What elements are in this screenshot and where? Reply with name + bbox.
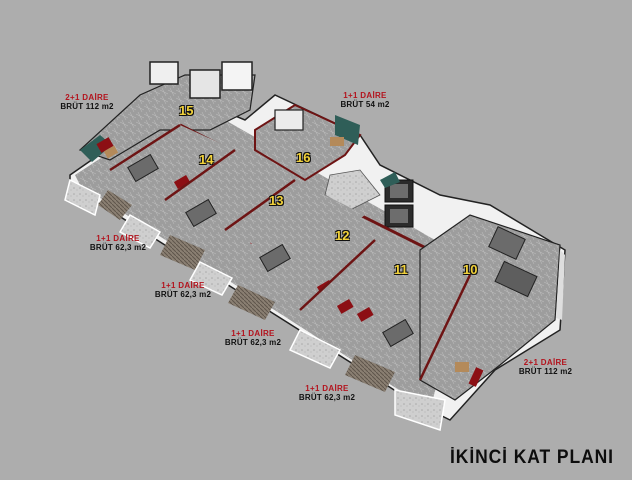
unit-number-16: 16 <box>296 150 311 165</box>
label-unit-16: 1+1 DAİRE BRÜT 54 m2 <box>330 91 400 109</box>
unit-area: BRÜT 62,3 m2 <box>154 290 212 300</box>
unit-type: 1+1 DAİRE <box>343 91 387 100</box>
unit-area: BRÜT 62,3 m2 <box>89 243 147 253</box>
label-unit-14: 1+1 DAİRE BRÜT 62,3 m2 <box>78 234 158 252</box>
unit-type: 1+1 DAİRE <box>161 281 205 290</box>
unit-13-area[interactable] <box>118 148 295 270</box>
unit-14-area[interactable] <box>64 123 235 220</box>
unit-area: BRÜT 62,3 m2 <box>298 393 356 403</box>
unit-number-14: 14 <box>199 152 214 167</box>
unit-type: 1+1 DAİRE <box>305 384 349 393</box>
unit-area: BRÜT 112 m2 <box>518 367 573 377</box>
label-unit-12: 1+1 DAİRE BRÜT 62,3 m2 <box>213 329 293 347</box>
unit-area: BRÜT 54 m2 <box>340 100 390 110</box>
unit-type: 2+1 DAİRE <box>523 358 568 367</box>
unit-11-area[interactable] <box>288 239 445 392</box>
unit-type: 1+1 DAİRE <box>231 329 275 338</box>
label-unit-10: 2+1 DAİRE BRÜT 112 m2 <box>508 358 583 376</box>
unit-area: BRÜT 112 m2 <box>60 102 114 112</box>
unit-number-11: 11 <box>394 262 408 277</box>
stair-core <box>324 169 414 228</box>
unit-number-13: 13 <box>269 193 284 208</box>
unit-number-10: 10 <box>463 262 478 277</box>
unit-16-area[interactable] <box>254 103 362 182</box>
unit-area: BRÜT 62,3 m2 <box>224 338 282 348</box>
unit-15-area[interactable] <box>78 61 256 162</box>
unit-number-15: 15 <box>179 103 194 118</box>
unit-10-area[interactable] <box>394 214 565 431</box>
plan-title: İKİNCİ KAT PLANI <box>450 447 614 468</box>
unit-type: 2+1 DAİRE <box>65 93 109 102</box>
label-unit-15: 2+1 DAİRE BRÜT 112 m2 <box>52 93 122 111</box>
label-unit-13: 1+1 DAİRE BRÜT 62,3 m2 <box>143 281 223 299</box>
unit-type: 1+1 DAİRE <box>96 234 140 243</box>
unit-number-12: 12 <box>335 228 350 243</box>
label-unit-11: 1+1 DAİRE BRÜT 62,3 m2 <box>287 384 367 402</box>
unit-12-area[interactable] <box>188 178 365 320</box>
